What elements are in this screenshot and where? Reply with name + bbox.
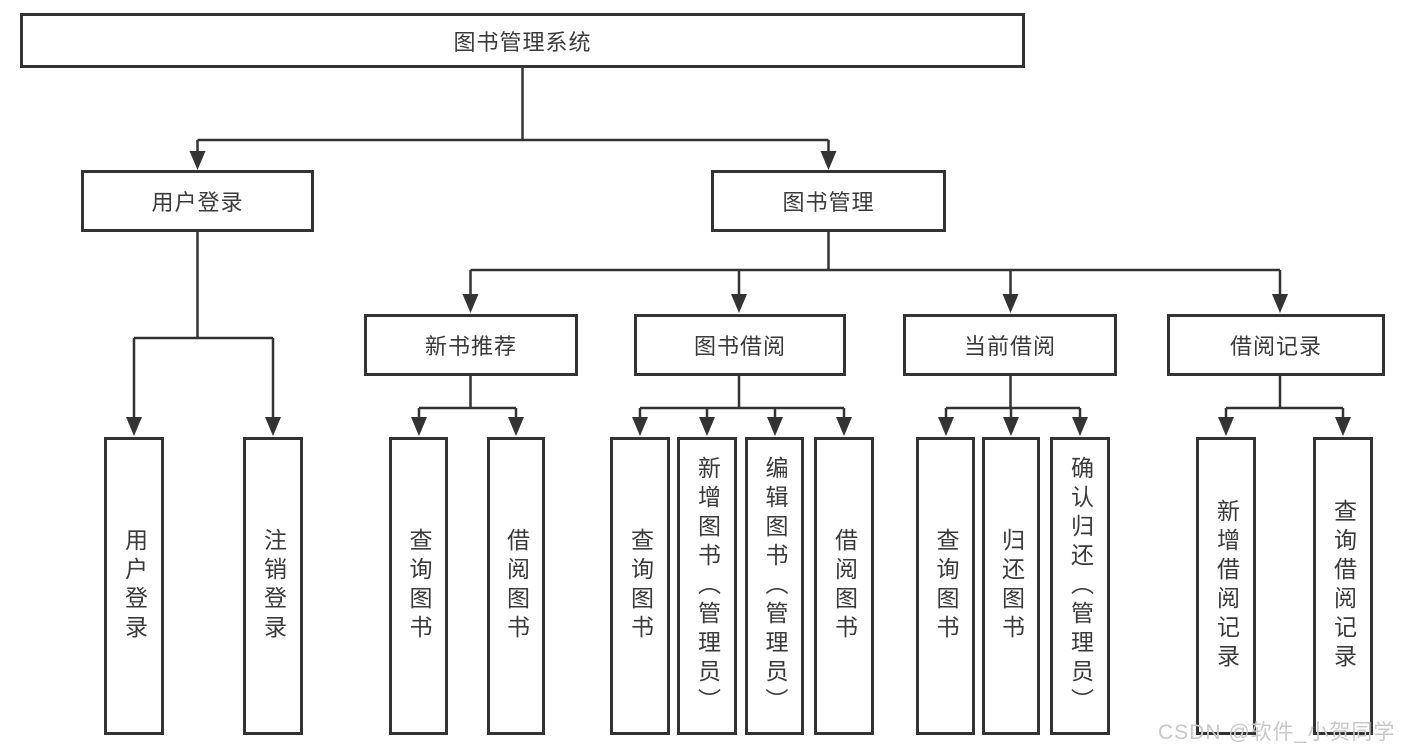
leaf-query-books-3-label: 查询图书: [933, 528, 959, 644]
leaf-borrow-books-2-label: 借阅图书: [831, 528, 858, 644]
leaf-borrow-books-1: 借阅图书: [487, 437, 545, 735]
csdn-watermark: CSDN @软件_小贺同学: [1158, 721, 1396, 744]
connector-user-login-to-leaves: [132, 232, 275, 427]
leaf-logout-label: 注销登录: [260, 528, 287, 644]
connector-book-management-to-level3: [469, 232, 1282, 304]
node-new-book-recommend: 新书推荐: [364, 314, 578, 376]
node-borrowing-records-label: 借阅记录: [1229, 334, 1322, 359]
node-book-management: 图书管理: [711, 170, 946, 232]
leaf-add-books-admin-label: 新增图书（管理员）: [694, 455, 721, 717]
leaf-query-books-3: 查询图书: [916, 437, 975, 735]
leaf-edit-books-admin: 编辑图书（管理员）: [745, 437, 804, 735]
node-user-login-label: 用户登录: [151, 190, 244, 215]
node-book-borrowing: 图书借阅: [634, 314, 846, 376]
leaf-user-login: 用户登录: [104, 437, 164, 735]
node-current-borrowing: 当前借阅: [903, 314, 1117, 376]
leaf-query-books-1: 查询图书: [389, 437, 448, 735]
leaf-confirm-return-admin: 确认归还（管理员）: [1050, 437, 1110, 735]
leaf-add-books-admin: 新增图书（管理员）: [677, 437, 737, 735]
node-borrowing-records: 借阅记录: [1167, 314, 1385, 376]
leaf-confirm-return-admin-label: 确认归还（管理员）: [1067, 455, 1094, 717]
leaf-borrow-books-1-label: 借阅图书: [503, 528, 530, 644]
leaf-return-books-label: 归还图书: [998, 528, 1025, 644]
leaf-add-borrow-record: 新增借阅记录: [1196, 437, 1256, 735]
connector-root-to-level2: [196, 68, 830, 160]
leaf-query-borrow-record: 查询借阅记录: [1313, 437, 1373, 735]
connector-borrowing-records-to-leaves: [1224, 376, 1345, 427]
node-root-system-label: 图书管理系统: [453, 29, 592, 55]
leaf-query-borrow-record-label: 查询借阅记录: [1330, 499, 1357, 673]
node-book-management-label: 图书管理: [782, 190, 875, 215]
leaf-return-books: 归还图书: [982, 437, 1040, 735]
node-book-borrowing-label: 图书借阅: [693, 334, 786, 359]
arrowheads: [126, 151, 1351, 436]
leaf-edit-books-admin-label: 编辑图书（管理员）: [762, 455, 788, 717]
leaf-add-borrow-record-label: 新增借阅记录: [1213, 499, 1240, 673]
connector-new-book-recommend-to-leaves: [417, 376, 518, 427]
leaf-user-login-label: 用户登录: [121, 528, 148, 644]
node-user-login: 用户登录: [81, 170, 314, 232]
leaf-query-books-2-label: 查询图书: [627, 528, 654, 644]
node-current-borrowing-label: 当前借阅: [963, 334, 1056, 359]
node-new-book-recommend-label: 新书推荐: [424, 334, 517, 359]
leaf-query-books-2: 查询图书: [610, 437, 670, 735]
leaf-logout: 注销登录: [243, 437, 303, 735]
connector-book-borrowing-to-leaves: [638, 376, 846, 427]
node-root-system: 图书管理系统: [20, 13, 1025, 68]
leaf-borrow-books-2: 借阅图书: [814, 437, 874, 735]
leaf-query-books-1-label: 查询图书: [406, 528, 432, 644]
